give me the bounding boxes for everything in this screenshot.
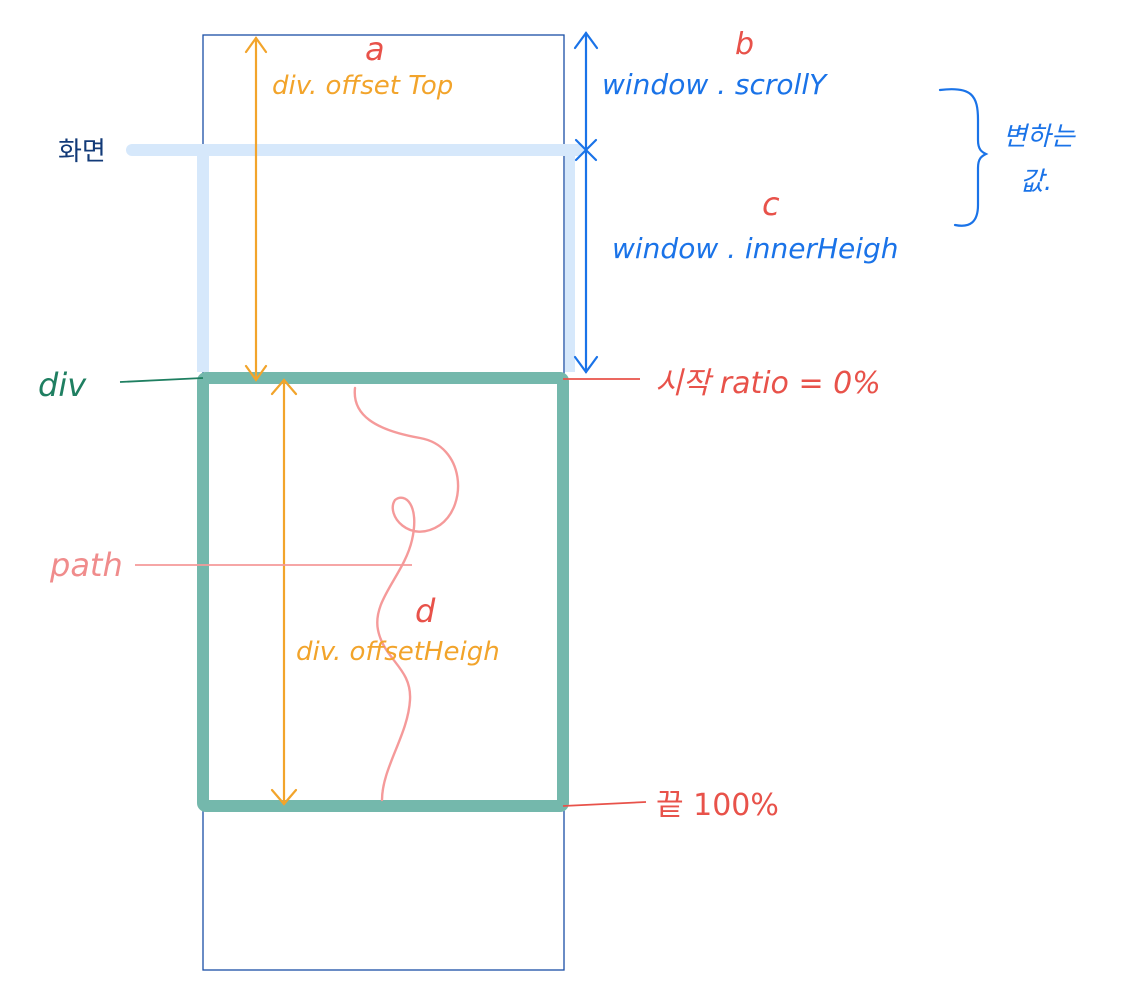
label-start-ratio: 시작 ratio = 0%	[655, 366, 881, 401]
label-div-offset-height: div. offsetHeigh	[296, 637, 500, 667]
path-squiggle	[353, 386, 460, 802]
label-b: b	[735, 27, 754, 62]
scroll-y-arrow	[573, 31, 599, 162]
label-screen: 화면	[58, 137, 106, 167]
label-window-scrolly: window . scrollY	[602, 68, 828, 101]
offset-height-arrow	[270, 378, 298, 806]
label-a: a	[365, 30, 385, 68]
label-changing-values-line1: 변하는	[1003, 122, 1076, 152]
label-changing-values-line2: 값.	[1020, 167, 1052, 197]
label-div: div	[38, 366, 87, 404]
document-outline	[202, 34, 565, 971]
label-window-innerheight: window . innerHeigh	[612, 232, 899, 265]
label-c: c	[762, 185, 780, 223]
changing-values-brace	[938, 88, 989, 227]
label-path: path	[49, 546, 123, 584]
inner-height-arrow	[573, 148, 599, 374]
div-box	[197, 372, 569, 812]
label-div-offset-top: div. offset Top	[272, 71, 453, 101]
end-leader-line	[562, 801, 647, 807]
div-leader-line	[119, 377, 204, 383]
offset-top-arrow	[244, 36, 268, 382]
label-d: d	[415, 592, 436, 630]
label-end: 끝 100%	[656, 788, 779, 823]
